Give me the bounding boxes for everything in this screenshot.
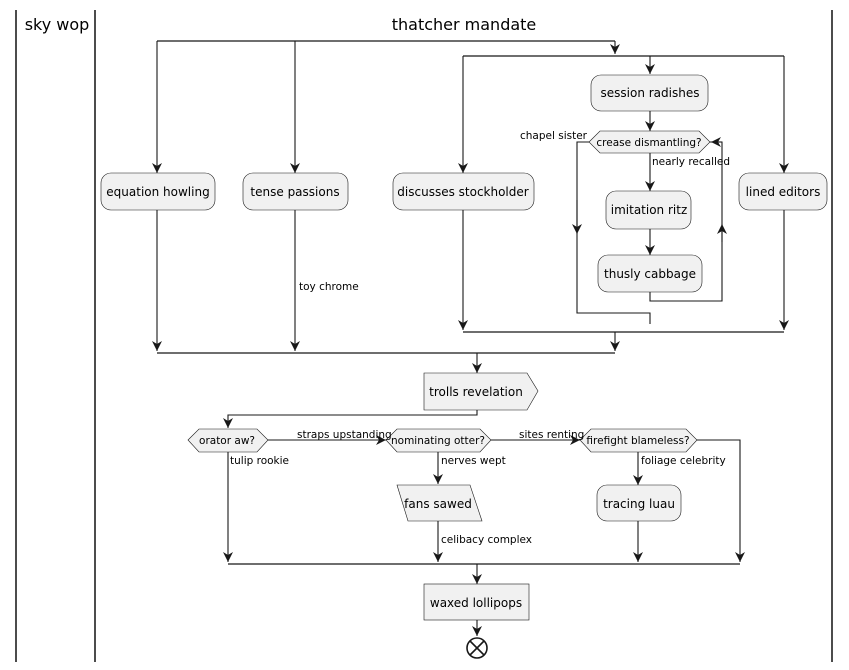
activity-label: session radishes [601,86,700,100]
io-label: fans sawed [404,497,472,511]
activity-label: tense passions [250,185,339,199]
edge-label-nearly-recalled: nearly recalled [652,156,730,168]
edge-firefight-else-to-merge [697,439,745,562]
activity-label: lined editors [746,185,821,199]
signal-trolls-revelation: trolls revelation [423,372,539,411]
decision-label: orator aw? [199,435,255,447]
activity-equation-howling: equation howling [100,172,216,211]
io-fans-sawed: fans sawed [396,484,483,522]
activity-session-radishes: session radishes [590,74,709,112]
activity-discusses-stockholder: discusses stockholder [392,172,535,211]
decision-orator-aw: orator aw? [187,428,269,453]
decision-label: nominating otter? [391,435,485,447]
decision-label: firefight blameless? [586,435,689,447]
edge-label-celibacy-complex: celibacy complex [441,534,532,546]
activity-label: thusly cabbage [604,267,696,281]
edge-label-straps-upstanding: straps upstanding [297,429,392,441]
end-node [466,637,488,659]
activity-tense-passions: tense passions [242,172,349,211]
edge-label-tulip-rookie: tulip rookie [230,455,289,467]
activity-label: imitation ritz [611,203,688,217]
edge-label-foliage-celebrity: foliage celebrity [641,455,726,467]
activity-lined-editors: lined editors [738,172,828,211]
swimlane-title-sky-wop: sky wop [25,15,90,34]
swimlane-title-thatcher-mandate: thatcher mandate [392,15,537,34]
activity-label: discusses stockholder [397,185,528,199]
activity-tracing-luau: tracing luau [596,484,682,522]
decision-nominating-otter: nominating otter? [385,428,492,453]
edge-loop-exit [576,141,651,324]
edge-trolls-revelation-to-orator [223,410,478,428]
activity-imitation-ritz: imitation ritz [605,190,692,230]
activity-label: equation howling [106,185,209,199]
activity-label: waxed lollipops [430,596,522,610]
edge-label-nerves-wept: nerves wept [441,455,506,467]
decision-firefight-blameless: firefight blameless? [579,428,698,453]
decision-crease-dismantling: crease dismantling? [588,130,711,154]
decision-label: crease dismantling? [596,137,701,149]
activity-label: tracing luau [603,497,675,511]
activity-thusly-cabbage: thusly cabbage [597,254,703,293]
edge-label-sites-renting: sites renting [519,429,584,441]
edge-label-toy-chrome: toy chrome [299,281,359,293]
activity-waxed-lollipops: waxed lollipops [423,583,530,621]
edge-label-chapel-sister: chapel sister [520,130,588,142]
signal-label: trolls revelation [429,385,523,399]
